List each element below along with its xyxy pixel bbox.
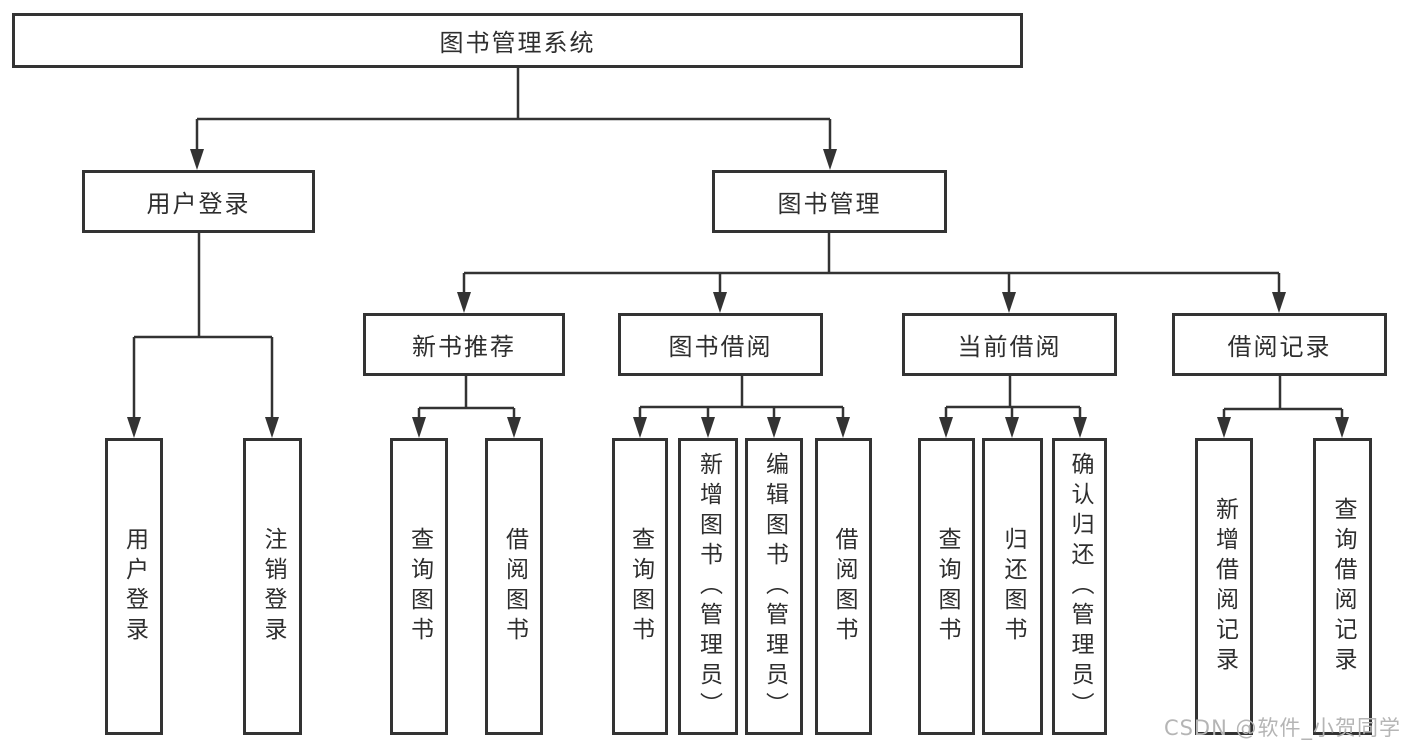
node-leaf-bb-query-books: 查询图书 [612,438,668,735]
connector-root-to-level2 [190,68,837,170]
node-leaf-user-login: 用户登录 [105,438,163,735]
node-user-login: 用户登录 [82,170,315,233]
node-leaf-br-add-record: 新增借阅记录 [1195,438,1253,735]
node-leaf-cb-query-books: 查询图书 [918,438,975,735]
node-book-management: 图书管理 [712,170,947,233]
csdn-watermark: CSDN @软件_小贺同学 [1163,716,1401,740]
node-root-library-system: 图书管理系统 [12,13,1023,68]
node-leaf-br-query-record: 查询借阅记录 [1313,438,1372,735]
node-leaf-logout: 注销登录 [243,438,302,735]
connector-book-borrow-children [633,376,850,438]
connector-current-borrow-children [939,376,1087,438]
node-leaf-bb-borrow-books: 借阅图书 [815,438,872,735]
node-leaf-bb-add-books-admin: 新增图书（管理员） [678,438,738,735]
node-leaf-nbr-query-books: 查询图书 [390,438,448,735]
node-leaf-nbr-borrow-books: 借阅图书 [485,438,543,735]
node-leaf-cb-return-books: 归还图书 [982,438,1043,735]
connector-book-management-children [457,233,1286,313]
connector-user-login-children [127,233,279,438]
connector-new-book-recommend-children [412,376,521,438]
node-leaf-bb-edit-books-admin: 编辑图书（管理员） [745,438,803,735]
connector-borrow-records-children [1217,376,1349,438]
node-borrow-records: 借阅记录 [1172,313,1387,376]
node-book-borrow: 图书借阅 [618,313,823,376]
node-current-borrow: 当前借阅 [902,313,1117,376]
node-new-book-recommend: 新书推荐 [363,313,565,376]
node-leaf-cb-confirm-return-admin: 确认归还（管理员） [1052,438,1107,735]
